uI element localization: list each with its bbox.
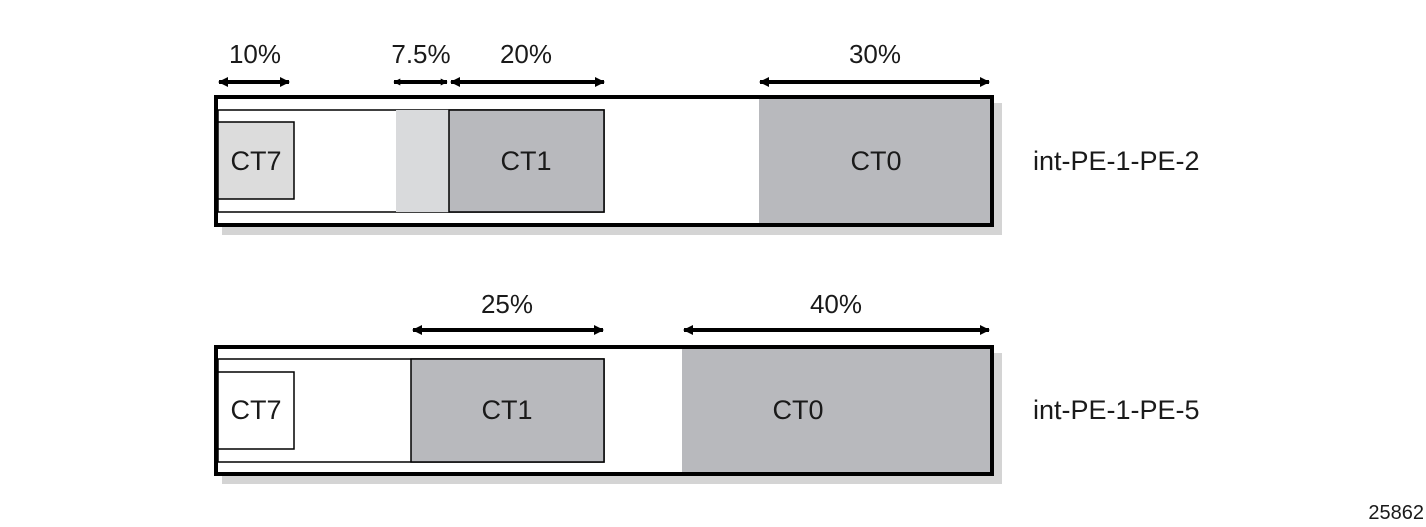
link-1-ct0-label: CT0 [850,146,901,176]
link-1-ct1-label: CT1 [500,146,551,176]
link-int-pe-1-pe-5: CT7 CT1 CT0 25% 40% int-PE-1-PE-5 [214,289,1200,484]
link-1-ct7-percent: 10% [229,39,281,69]
link-2-ct1-segment [410,358,605,463]
link-2-ct7-label: CT7 [230,395,281,425]
link-2-ct0-percent: 40% [810,289,862,319]
link-2-ct0-segment [682,349,990,472]
link-1-ct1-segment [448,109,605,213]
link-1-ct7-box [217,121,295,200]
link-2-ct1-percent: 25% [481,289,533,319]
link-1-light-percent: 7.5% [391,39,450,69]
link-2-ct1-label: CT1 [481,395,532,425]
figure-id: 25862 [1368,502,1424,524]
link-2-name: int-PE-1-PE-5 [1033,395,1200,425]
link-int-pe-1-pe-2: CT7 CT1 CT0 10% 7.5% 20% 30% int-PE-1-PE… [214,39,1200,235]
link-2-ct7-box [217,371,295,450]
link-1-name: int-PE-1-PE-2 [1033,146,1200,176]
link-1-ct0-segment [759,99,990,223]
link-1-ct1-percent: 20% [500,39,552,69]
link-2-ct0-label: CT0 [772,395,823,425]
link-1-light-segment [396,110,449,212]
link-1-ct7-label: CT7 [230,146,281,176]
link-1-ct0-percent: 30% [849,39,901,69]
